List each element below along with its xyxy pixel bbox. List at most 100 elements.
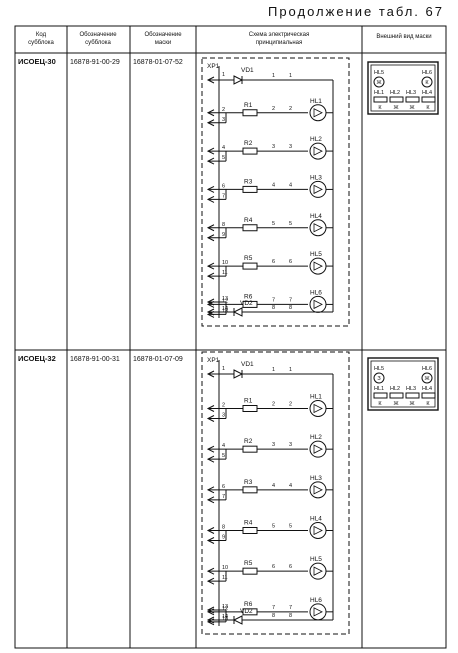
led-symbol-HL6	[313, 299, 323, 310]
led-HL1	[309, 104, 327, 122]
resistor-R1	[242, 109, 258, 117]
mask-label-top-right: HL6	[422, 70, 432, 76]
col-header-subblock-1: Обозначение	[79, 32, 117, 38]
node-label-b-2: 4	[289, 483, 292, 489]
col-header-scheme-2: принципиальная	[256, 40, 303, 46]
resistor-label-R6: R6	[244, 293, 253, 300]
mask-label-HL3: HL3	[406, 386, 416, 392]
mask-label-HL3: HL3	[406, 90, 416, 96]
pin-label-10: 10	[222, 260, 228, 266]
node-label-a-2: 4	[272, 483, 275, 489]
pin-label-4: 4	[222, 443, 225, 449]
pin-label-2: 2	[222, 403, 225, 409]
connector-label: XP1	[207, 357, 220, 364]
mask-label-HL4: HL4	[422, 386, 432, 392]
led-HL4	[309, 219, 327, 237]
diode-vd2-label: VD2	[240, 608, 253, 615]
mask-bar-HL4	[421, 96, 436, 103]
mask-bar-HL3	[405, 96, 420, 103]
resistor-label-R5: R5	[244, 255, 253, 262]
pin-label-2: 2	[222, 107, 225, 113]
node-label-1a: 1	[272, 73, 275, 79]
pin-label-8: 8	[222, 222, 225, 228]
pin-label-7: 7	[222, 193, 225, 199]
led-symbol-HL2	[313, 146, 323, 156]
led-symbol-HL1	[313, 403, 323, 414]
led-HL3	[309, 481, 327, 499]
node-label-a-5: 7	[272, 297, 275, 303]
col-header-mask-1: Обозначение	[144, 32, 182, 38]
node-label-a-3: 5	[272, 524, 275, 530]
led-label-HL1: HL1	[310, 394, 322, 401]
node-label-b-5: 7	[289, 605, 292, 611]
pin-label-6: 6	[222, 183, 225, 189]
pin-label-12: 12	[222, 606, 228, 612]
pin-label-14: 14	[222, 306, 228, 312]
row-1-code: ИСОЕЦ-30	[18, 57, 56, 66]
node-label-b-3: 5	[289, 524, 292, 530]
diode-vd2	[232, 307, 243, 317]
node-label-8a: 8	[272, 613, 275, 619]
node-label-b-5: 7	[289, 297, 292, 303]
node-label-a-5: 7	[272, 605, 275, 611]
mask-color-HL4: К	[426, 105, 430, 111]
node-label-b-0: 2	[289, 106, 292, 112]
row-2-code: ИСОЕЦ-32	[18, 354, 56, 363]
col-header-mask-2: маски	[155, 40, 171, 46]
mask-bar-HL4	[421, 392, 436, 399]
diode-vd1-label: VD1	[241, 67, 254, 74]
mask-label-top-left: HL5	[374, 70, 384, 76]
resistor-label-R4: R4	[244, 217, 253, 224]
node-label-1a: 1	[272, 367, 275, 373]
pin-label-1: 1	[222, 366, 225, 372]
resistor-label-R1: R1	[244, 102, 253, 109]
mask-outline	[367, 61, 439, 115]
col-header-view: Внешний вид маски	[376, 33, 431, 40]
led-HL6	[309, 295, 327, 313]
col-header-code-2: субблока	[28, 40, 54, 46]
led-symbol-HL3	[313, 184, 323, 195]
pin-label-13: 13	[222, 296, 228, 302]
mask-indicator-left	[373, 372, 385, 384]
resistor-R5	[242, 567, 258, 575]
diode-vd1	[233, 369, 244, 379]
led-symbol-HL4	[313, 223, 323, 233]
node-label-a-1: 3	[272, 442, 275, 448]
schematic-frame	[201, 57, 350, 327]
mask-label-HL1: HL1	[374, 386, 384, 392]
node-label-1b: 1	[289, 367, 292, 373]
resistor-label-R2: R2	[244, 438, 253, 445]
col-header-scheme-1: Схема электрическая	[249, 32, 309, 38]
mask-indicator-right	[421, 76, 433, 88]
col-header-subblock-2: субблока	[85, 40, 111, 46]
resistor-label-R4: R4	[244, 520, 253, 527]
led-label-HL5: HL5	[310, 251, 322, 258]
mask-label-HL2: HL2	[390, 386, 400, 392]
led-label-HL1: HL1	[310, 98, 322, 105]
node-label-b-2: 4	[289, 182, 292, 188]
mask-label-HL1: HL1	[374, 90, 384, 96]
pin-label-6: 6	[222, 484, 225, 490]
table-grid	[14, 25, 447, 649]
resistor-R2	[242, 445, 258, 453]
node-label-b-4: 6	[289, 259, 292, 265]
mask-indicator-right-color: Ж	[424, 376, 429, 382]
led-symbol-HL2	[313, 444, 323, 454]
resistor-label-R6: R6	[244, 601, 253, 608]
resistor-R4	[242, 527, 258, 534]
node-label-b-4: 6	[289, 564, 292, 570]
led-HL2	[309, 142, 327, 160]
mask-outline	[367, 357, 439, 411]
mask-bar-HL1	[373, 392, 388, 399]
pin-label-13: 13	[222, 604, 228, 610]
pin-label-7: 7	[222, 494, 225, 500]
led-HL4	[309, 522, 327, 539]
row-1-mask: 16878-01-07-52	[133, 59, 183, 66]
pin-label-10: 10	[222, 565, 228, 571]
resistor-R3	[242, 185, 258, 193]
mask-color-HL1: К	[378, 401, 382, 407]
led-label-HL2: HL2	[310, 136, 322, 143]
resistor-R3	[242, 486, 258, 494]
